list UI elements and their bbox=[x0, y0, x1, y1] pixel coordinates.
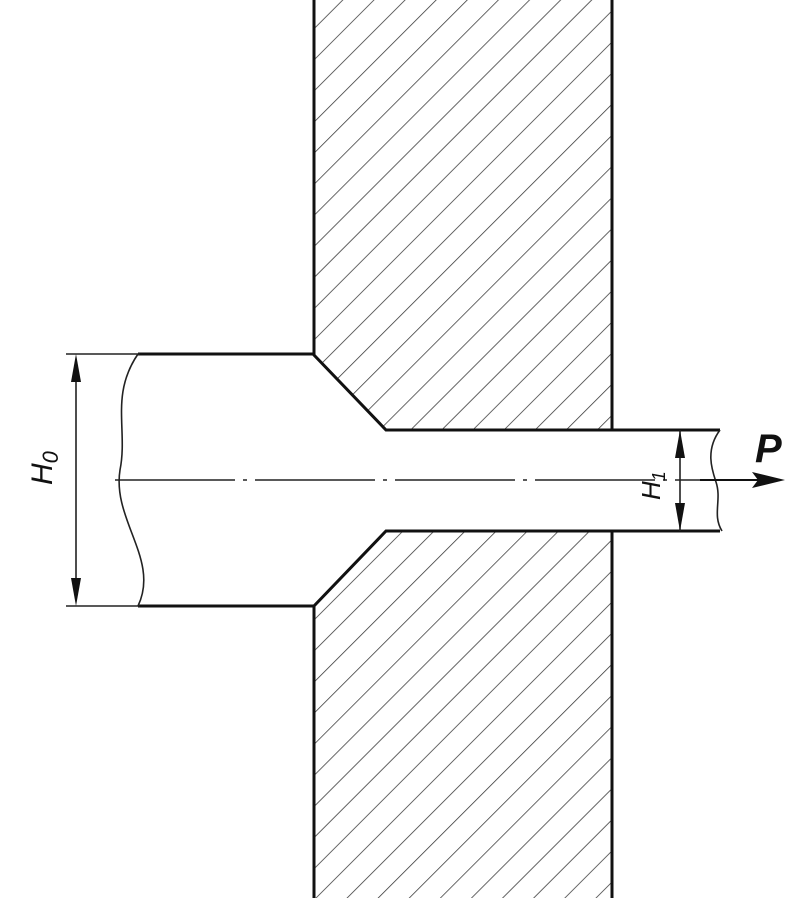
svg-text:H1: H1 bbox=[636, 471, 669, 500]
upper-die bbox=[312, 0, 614, 432]
force-arrow bbox=[700, 472, 785, 488]
initial-thickness-dimension bbox=[66, 353, 140, 607]
final-thickness-label: H1 bbox=[636, 471, 669, 500]
force-label: P bbox=[755, 427, 782, 471]
lower-die bbox=[312, 529, 614, 898]
workpiece-billet bbox=[118, 352, 314, 608]
svg-text:H0: H0 bbox=[26, 450, 63, 485]
initial-thickness-label: H0 bbox=[26, 450, 63, 485]
final-thickness-dimension bbox=[675, 430, 685, 531]
extruded-strip bbox=[612, 428, 723, 533]
